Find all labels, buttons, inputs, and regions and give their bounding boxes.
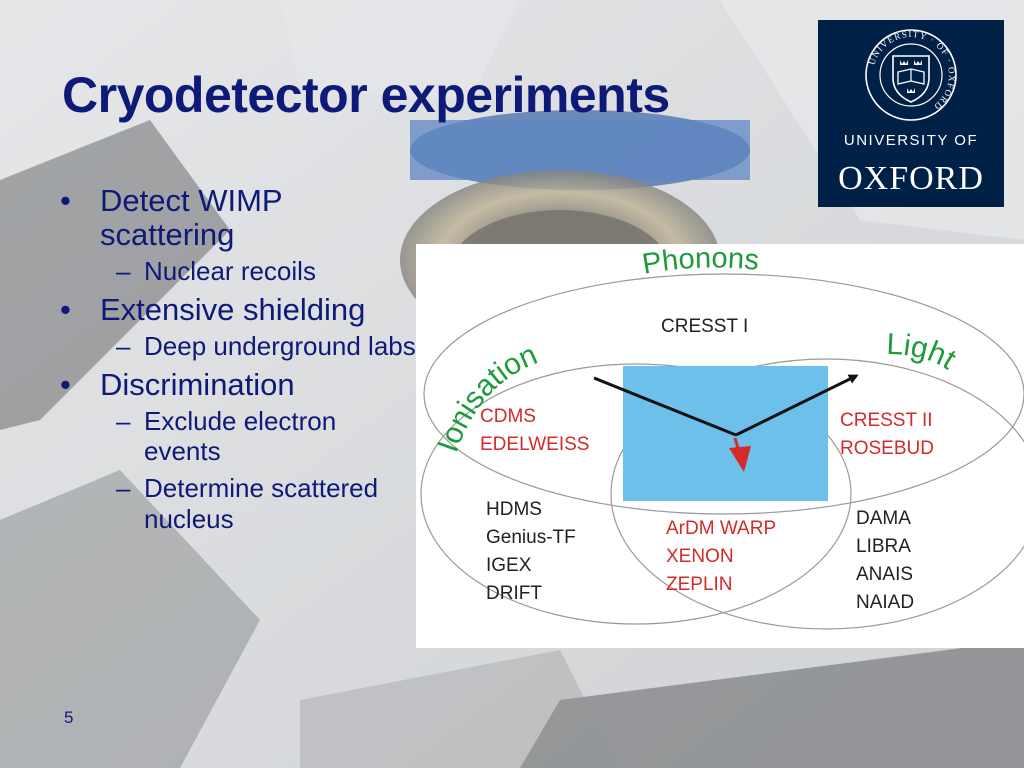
region-text: LIBRA [856, 536, 911, 557]
region-text: EDELWEISS [480, 434, 589, 455]
bullet-text: Extensive shielding [100, 291, 366, 327]
recoil-arrow-head [729, 446, 751, 472]
bullet-item: •Discrimination [60, 366, 295, 402]
sub-bullet-text: Exclude electron events [144, 405, 337, 467]
slide-number: 5 [64, 708, 74, 727]
sub-bullet-text: Determine scattered nucleus [144, 473, 379, 534]
bullet-item: •Extensive shielding [60, 291, 366, 327]
center-region-box [623, 366, 828, 501]
region-text: IGEX [486, 555, 532, 576]
logo-text-university-of: UNIVERSITY OF [843, 132, 979, 149]
logo-text-oxford: OXFORD [838, 160, 984, 197]
slide-title: Cryodetector experiments [62, 67, 670, 123]
region-text: ZEPLIN [666, 574, 733, 595]
region-text: CDMS [480, 406, 536, 427]
bullet-text: Detect WIMP scattering [100, 183, 283, 253]
region-text: HDMS [486, 499, 542, 520]
region-text: CRESST II [840, 410, 933, 431]
sub-bullet-item: –Nuclear recoils [116, 256, 316, 287]
oxford-crest-icon: UNIVERSITY · OF · OXFORD [865, 29, 957, 121]
bullet-text: Discrimination [100, 366, 295, 402]
region-text: XENON [666, 546, 734, 567]
venn-diagram: Phonons Ionisation Light CRESST I CDMS E… [416, 244, 1024, 648]
bullet-list: •Detect WIMP scattering –Nuclear recoils… [60, 183, 420, 540]
region-text: DRIFT [486, 583, 542, 604]
region-text: CRESST I [661, 316, 748, 337]
region-text: DAMA [856, 508, 911, 529]
region-text: NAIAD [856, 592, 914, 613]
scatter-arrow-incoming [593, 376, 737, 437]
region-text: Genius-TF [486, 527, 576, 548]
university-logo: UNIVERSITY · OF · OXFORD UNIVERSITY OF O… [818, 20, 1004, 207]
sub-bullet-item: –Deep underground labs [116, 330, 416, 361]
ionisation-ellipse [420, 363, 852, 625]
scatter-arrow-outgoing [735, 374, 859, 437]
region-text: ANAIS [856, 564, 913, 585]
phonons-ellipse [423, 273, 1024, 515]
region-text: ROSEBUD [840, 438, 934, 459]
light-ellipse [610, 358, 1024, 630]
sub-bullet-item: –Exclude electron events [116, 405, 337, 467]
sub-bullet-text: Deep underground labs [144, 330, 416, 361]
bullet-item: •Detect WIMP scattering [60, 183, 283, 253]
sub-bullet-text: Nuclear recoils [144, 256, 316, 287]
sub-bullet-item: –Determine scattered nucleus [116, 473, 379, 534]
region-text: ArDM WARP [666, 518, 776, 539]
